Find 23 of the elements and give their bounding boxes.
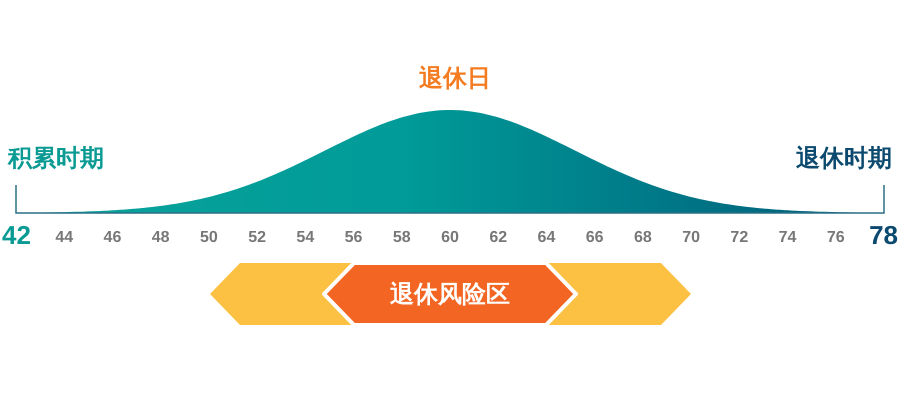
- axis-tick-label: 76: [826, 230, 845, 246]
- axis-tick-label: 42: [2, 222, 31, 248]
- axis-tick-label: 54: [296, 230, 314, 246]
- axis-tick-label: 50: [200, 230, 218, 246]
- axis-tick-label: 56: [344, 230, 362, 246]
- axis-tick-label: 60: [441, 230, 459, 246]
- zone-label: 退休风险区: [390, 282, 510, 306]
- axis-tick-label: 64: [538, 230, 556, 246]
- axis-tick-label: 72: [730, 230, 748, 246]
- axis-tick-label: 52: [248, 230, 266, 246]
- axis-tick-label: 58: [392, 230, 411, 246]
- axis-tick-label: 46: [104, 230, 122, 246]
- axis-tick-label: 66: [586, 230, 604, 246]
- axis-tick-label: 70: [682, 230, 700, 246]
- axis-tick-label: 48: [152, 230, 170, 246]
- axis-tick-label: 74: [778, 230, 796, 246]
- axis-tick-label: 62: [489, 230, 508, 246]
- phase-label: 退休时期: [796, 146, 892, 170]
- axis-tick-label: 44: [55, 230, 74, 246]
- phase-label: 积累时期: [8, 146, 104, 170]
- peak-label: 退休日: [419, 66, 491, 90]
- axis-tick-label: 78: [869, 222, 898, 248]
- axis-tick-label: 68: [634, 230, 652, 246]
